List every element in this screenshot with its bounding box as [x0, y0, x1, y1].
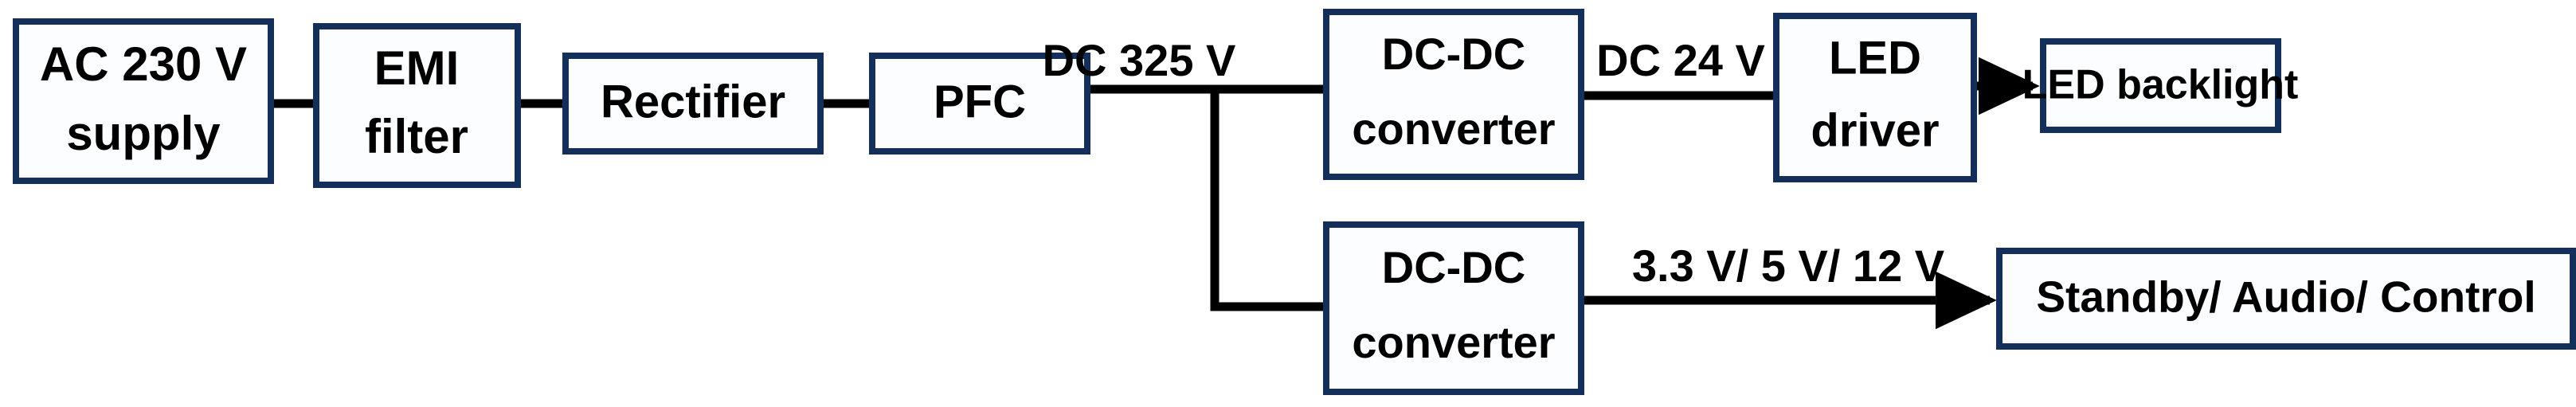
- block-dcdc-converter-2-line-2: converter: [1352, 317, 1555, 367]
- block-standby-audio-control-label: Standby/ Audio/ Control: [2036, 272, 2535, 322]
- block-emi-filter-line-2: filter: [365, 110, 468, 163]
- wire-branch-to-dcdc2: [1210, 89, 1329, 311]
- block-dcdc-converter-2-line-1: DC-DC: [1382, 242, 1525, 292]
- block-pfc[interactable]: PFC: [869, 53, 1090, 155]
- edge-label-dc-325v: DC 325 V: [1043, 35, 1236, 85]
- block-emi-filter[interactable]: EMI filter: [313, 23, 521, 188]
- block-dcdc-converter-1-line-2: converter: [1352, 104, 1555, 154]
- block-rectifier[interactable]: Rectifier: [562, 53, 824, 155]
- edge-label-rails-3v3-5v-12v: 3.3 V/ 5 V/ 12 V: [1632, 241, 1944, 291]
- edge-labels: DC 325 V DC 24 V 3.3 V/ 5 V/ 12 V: [1043, 35, 1945, 291]
- block-led-driver-line-1: LED: [1829, 32, 1921, 84]
- block-ac-supply-line-1: AC 230 V: [40, 37, 247, 91]
- block-led-backlight[interactable]: LED backlight: [2022, 38, 2299, 133]
- block-dcdc-converter-1-line-1: DC-DC: [1382, 29, 1525, 79]
- block-ac-supply[interactable]: AC 230 V supply: [13, 18, 274, 184]
- block-dcdc-converter-1[interactable]: DC-DC converter: [1323, 9, 1584, 180]
- block-emi-filter-line-1: EMI: [374, 41, 460, 95]
- edge-label-dc-24v: DC 24 V: [1596, 35, 1765, 85]
- block-rectifier-label: Rectifier: [601, 76, 785, 127]
- blocks: AC 230 V supply EMI filter Rectifier PFC…: [13, 9, 2576, 395]
- block-dcdc-converter-2[interactable]: DC-DC converter: [1323, 221, 1584, 395]
- block-led-driver-line-2: driver: [1811, 104, 1939, 156]
- block-led-backlight-label: LED backlight: [2022, 62, 2299, 108]
- block-led-driver[interactable]: LED driver: [1773, 13, 1977, 182]
- block-pfc-label: PFC: [934, 76, 1026, 127]
- block-standby-audio-control[interactable]: Standby/ Audio/ Control: [1996, 248, 2576, 350]
- block-ac-supply-line-2: supply: [66, 107, 221, 160]
- connection-wires: [271, 57, 2040, 330]
